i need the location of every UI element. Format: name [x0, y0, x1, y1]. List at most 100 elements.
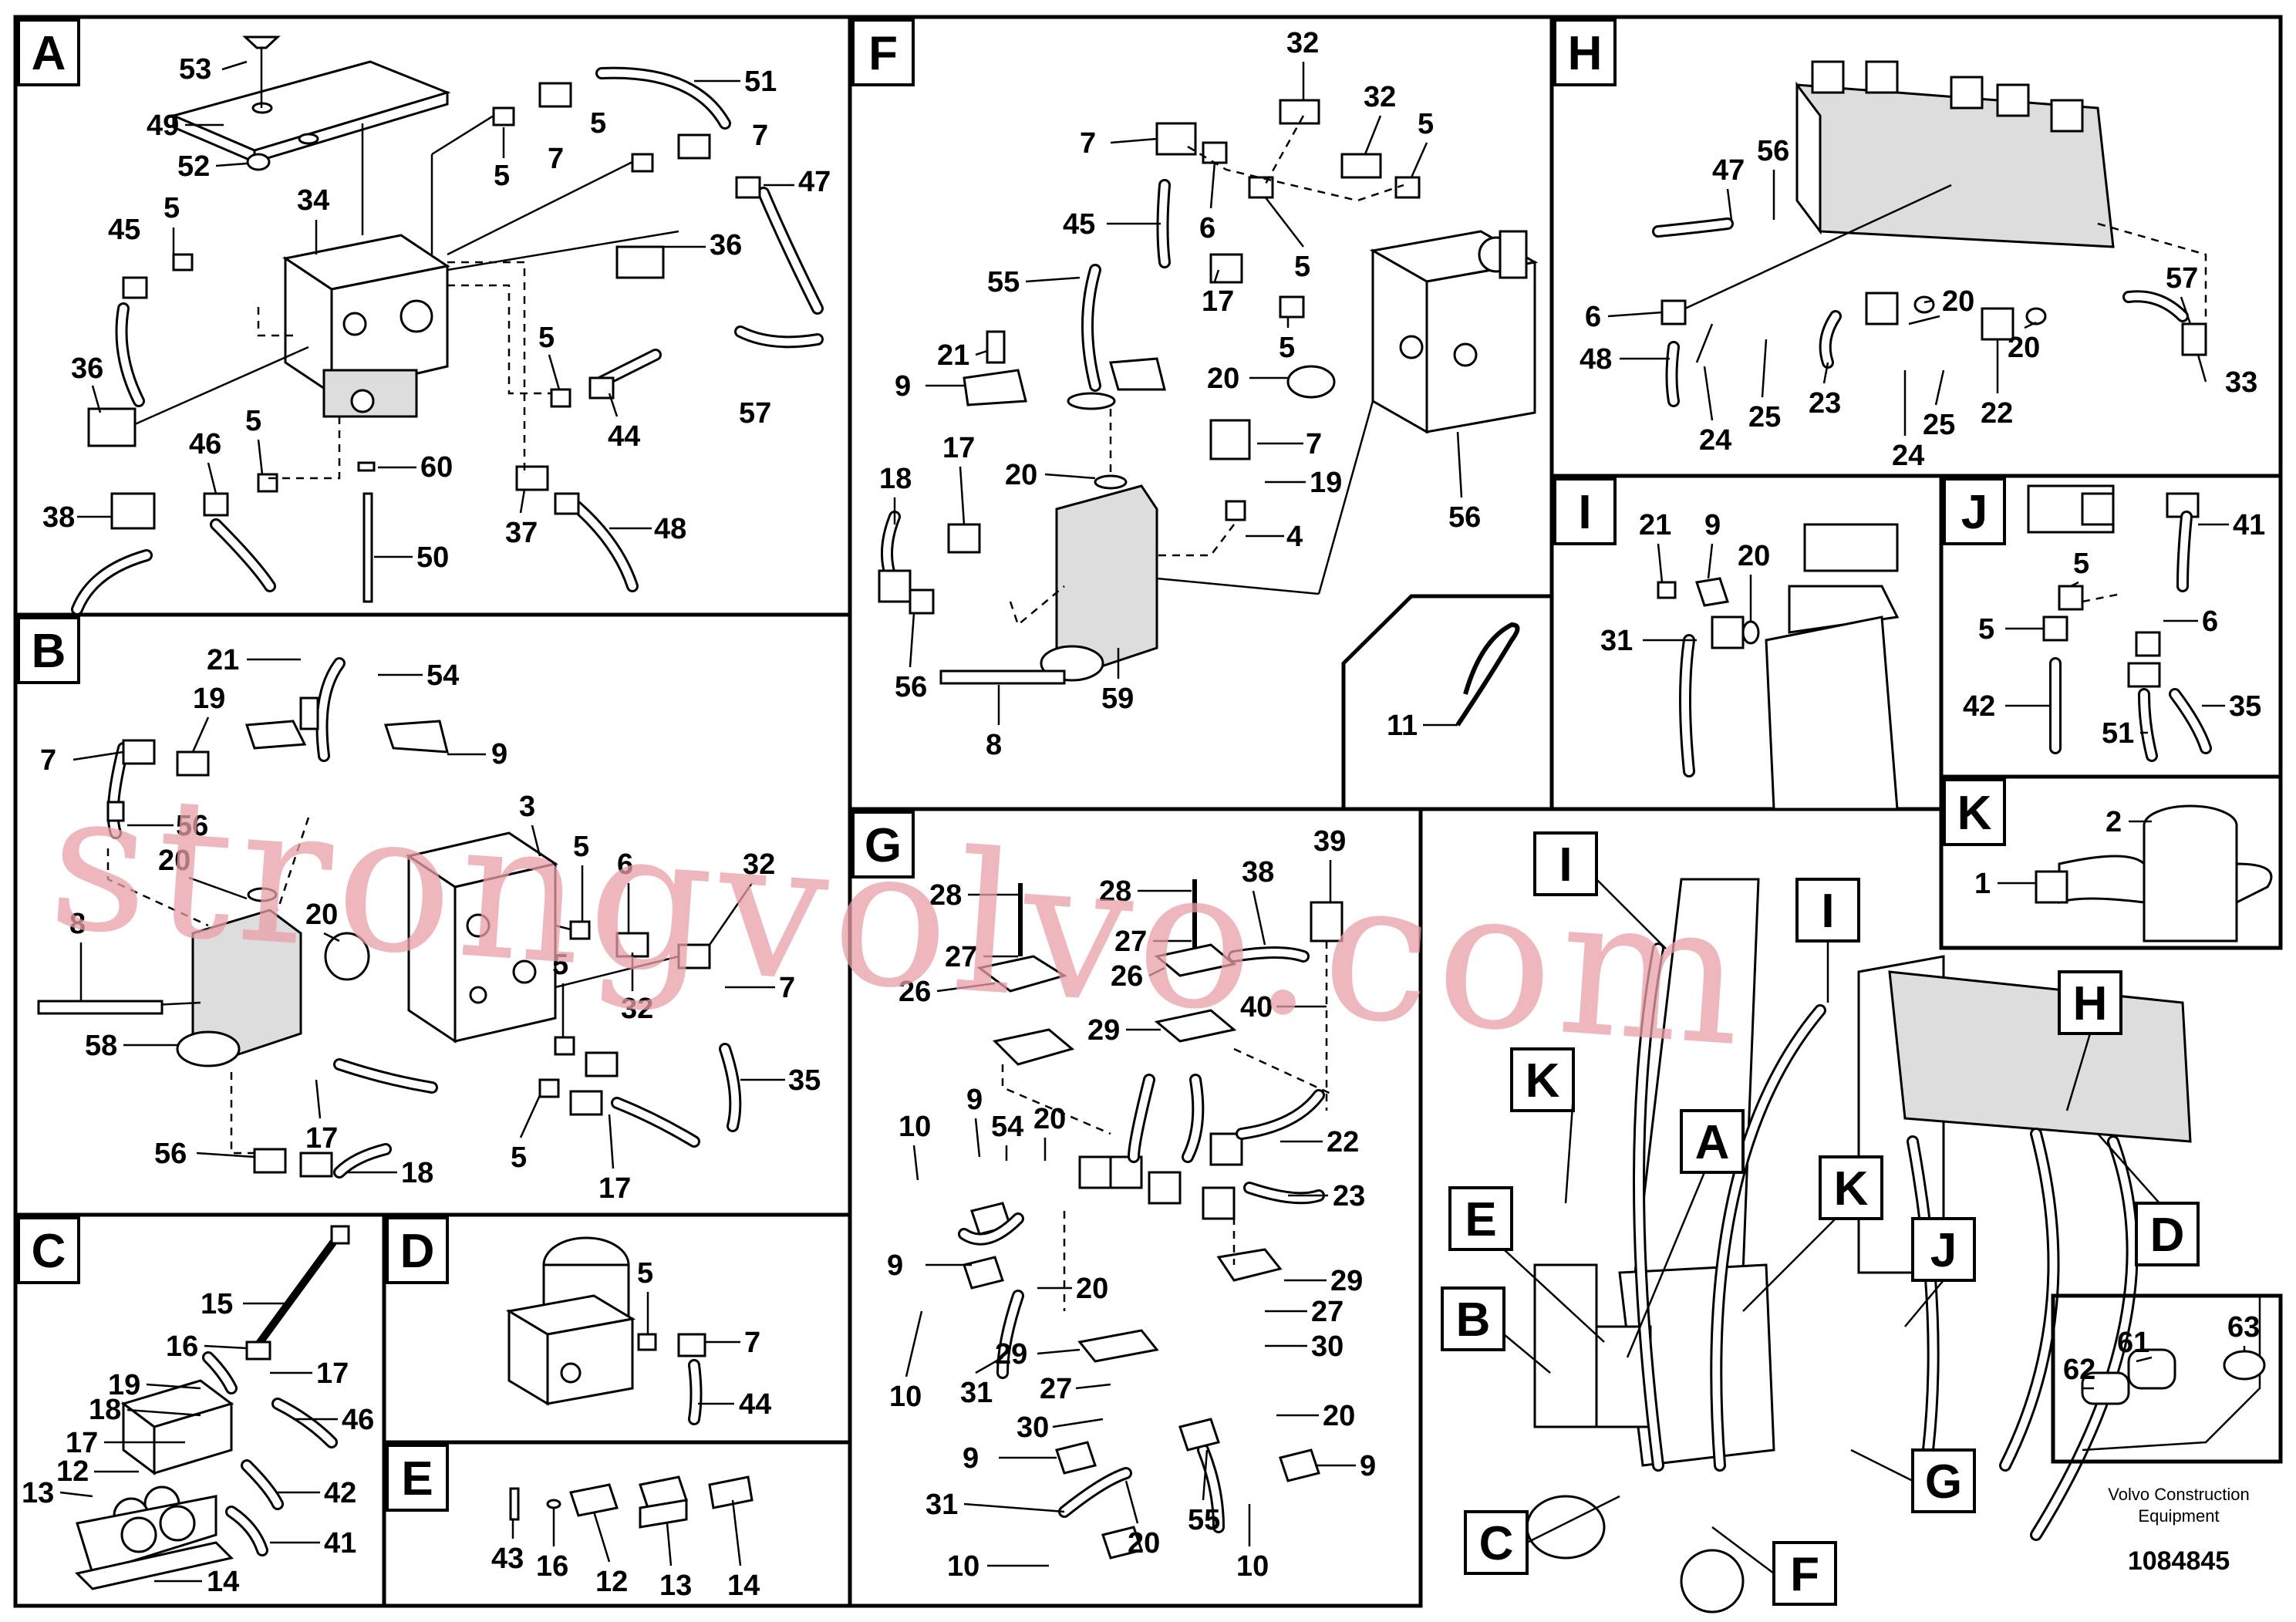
svg-text:27: 27 [1040, 1373, 1072, 1405]
svg-text:H: H [2073, 977, 2108, 1030]
svg-text:36: 36 [710, 229, 742, 261]
svg-text:10: 10 [947, 1550, 979, 1583]
drawing-number: 1084845 [2128, 1546, 2230, 1576]
svg-text:56: 56 [895, 671, 927, 703]
svg-text:23: 23 [1333, 1180, 1365, 1212]
svg-text:29: 29 [1330, 1265, 1363, 1297]
svg-text:19: 19 [1310, 467, 1342, 499]
svg-text:25: 25 [1923, 409, 1955, 441]
seals-drawing [2051, 1293, 2283, 1464]
svg-text:9: 9 [1704, 509, 1721, 541]
svg-text:33: 33 [2225, 366, 2257, 399]
svg-text:53: 53 [179, 53, 211, 86]
svg-text:9: 9 [895, 370, 911, 403]
svg-text:25: 25 [1748, 401, 1781, 433]
svg-text:20: 20 [1128, 1527, 1160, 1560]
section-j-label: J [1943, 477, 2006, 545]
svg-text:52: 52 [177, 150, 210, 183]
svg-text:5: 5 [1978, 613, 1994, 646]
svg-text:28: 28 [929, 879, 962, 912]
svg-text:17: 17 [598, 1172, 631, 1205]
svg-text:55: 55 [1188, 1504, 1220, 1536]
svg-text:20: 20 [1942, 285, 1974, 318]
svg-text:28: 28 [1099, 875, 1131, 908]
svg-text:17: 17 [305, 1122, 338, 1155]
svg-text:H: H [1568, 27, 1603, 80]
svg-text:47: 47 [1712, 154, 1745, 187]
section-f-label: F [851, 19, 915, 86]
svg-text:37: 37 [505, 517, 538, 549]
svg-text:20: 20 [1323, 1400, 1355, 1432]
svg-text:J: J [1930, 1224, 1957, 1277]
svg-text:5: 5 [1418, 108, 1434, 140]
section-c-label: C [17, 1216, 80, 1284]
bolt-long [37, 1000, 164, 1015]
svg-text:42: 42 [324, 1477, 356, 1509]
svg-text:18: 18 [401, 1157, 433, 1189]
svg-text:59: 59 [1101, 683, 1134, 715]
svg-text:9: 9 [491, 738, 507, 771]
svg-text:31: 31 [925, 1489, 958, 1521]
svg-text:6: 6 [617, 848, 633, 881]
svg-text:63: 63 [2227, 1311, 2260, 1344]
svg-text:17: 17 [1202, 285, 1234, 318]
svg-text:60: 60 [420, 451, 453, 484]
section-h-callouts: 47 56 57 6 20 48 20 23 33 25 22 24 25 24 [1580, 135, 2257, 472]
svg-text:14: 14 [727, 1570, 760, 1602]
svg-text:62: 62 [2063, 1354, 2095, 1386]
svg-text:50: 50 [416, 541, 449, 574]
svg-text:47: 47 [798, 166, 831, 198]
svg-text:E: E [401, 1452, 433, 1506]
svg-text:B: B [1456, 1293, 1491, 1347]
svg-text:51: 51 [2102, 717, 2134, 750]
svg-text:61: 61 [2117, 1327, 2149, 1359]
fitting [492, 106, 515, 126]
hose-38 [71, 549, 153, 615]
svg-text:32: 32 [1286, 27, 1319, 59]
svg-text:20: 20 [1207, 363, 1239, 395]
svg-text:20: 20 [1076, 1273, 1108, 1305]
svg-text:18: 18 [879, 463, 912, 495]
svg-text:J: J [1961, 486, 1988, 539]
svg-text:9: 9 [887, 1249, 903, 1282]
svg-text:9: 9 [966, 1084, 983, 1116]
svg-text:C: C [32, 1225, 66, 1278]
svg-text:7: 7 [744, 1327, 760, 1359]
svg-text:38: 38 [42, 501, 75, 534]
svg-text:19: 19 [193, 683, 225, 715]
watermark: strongvolvo.com [43, 747, 1756, 1090]
svg-text:22: 22 [1981, 397, 2013, 430]
svg-text:K: K [1526, 1054, 1560, 1108]
svg-text:34: 34 [297, 184, 329, 217]
svg-text:54: 54 [991, 1111, 1023, 1143]
section-k-frame [1939, 774, 2283, 950]
bolt [242, 35, 281, 49]
svg-text:38: 38 [1242, 856, 1274, 889]
section-k-drawing [2035, 804, 2273, 943]
svg-text:56: 56 [176, 810, 208, 842]
section-b-drawing [37, 657, 742, 1179]
svg-text:K: K [1957, 787, 1992, 840]
svg-text:6: 6 [2202, 605, 2218, 638]
bolt-8 [939, 669, 1066, 685]
section-h-drawing [1652, 60, 2207, 407]
svg-text:A: A [32, 27, 66, 80]
section-e-callouts: 43 16 12 13 14 [491, 1499, 760, 1602]
section-g-drawing [958, 879, 1344, 1560]
section-h-frame [1549, 15, 2283, 478]
section-d-callouts: 5 7 44 [637, 1257, 771, 1421]
svg-text:1: 1 [1974, 868, 1991, 900]
svg-text:17: 17 [316, 1357, 349, 1390]
section-j-callouts: 41 5 5 6 42 51 35 [1963, 509, 2265, 750]
svg-text:20: 20 [1005, 459, 1037, 491]
svg-text:31: 31 [960, 1377, 993, 1409]
svg-text:18: 18 [89, 1394, 121, 1426]
svg-text:57: 57 [739, 397, 771, 430]
svg-text:G: G [1925, 1455, 1962, 1509]
section-f-drawing [878, 99, 1539, 685]
svg-text:44: 44 [608, 420, 640, 453]
svg-text:41: 41 [324, 1527, 356, 1560]
section-g-frame [848, 807, 1423, 1608]
svg-text:5: 5 [245, 405, 261, 437]
section-g-callouts: 39 28 28 38 27 27 26 26 40 29 10 9 54 20… [887, 825, 1376, 1583]
